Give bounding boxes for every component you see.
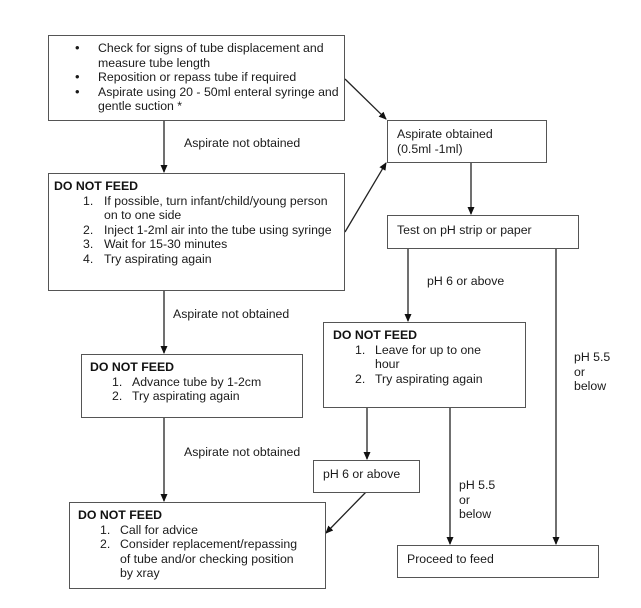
step-text: Try aspirating again: [104, 251, 212, 266]
step-text: Consider replacement/repassing of tube a…: [120, 537, 298, 580]
do-not-feed-box-1: DO NOT FEED 1. If possible, turn infant/c…: [48, 173, 345, 291]
step-number: 3.: [83, 237, 94, 251]
step-item: 2. Try aspirating again: [90, 389, 302, 404]
step-text: If possible, turn infant/child/young per…: [104, 193, 328, 223]
test-ph-text: Test on pH strip or paper: [397, 223, 532, 237]
step-number: 4.: [83, 251, 94, 266]
step-number: 2.: [355, 371, 366, 386]
step-number: 2.: [100, 537, 111, 551]
step-number: 2.: [112, 389, 123, 403]
test-ph-box: Test on pH strip or paper: [387, 215, 579, 249]
do-not-feed-box-right: DO NOT FEED 1. Leave for up to one hour 2…: [323, 322, 526, 408]
step-number: 2.: [83, 222, 94, 237]
step-text: Inject 1-2ml air into the tube using syr…: [104, 222, 332, 237]
step-number: 1.: [100, 522, 111, 537]
start-bullet: Reposition or repass tube if required: [49, 70, 344, 85]
step-item: 4. Try aspirating again: [54, 252, 344, 267]
step-text: Try aspirating again: [132, 389, 240, 403]
step-text: Advance tube by 1-2cm: [132, 374, 262, 389]
step-item: 2. Try aspirating again: [333, 372, 525, 387]
step-number: 1.: [355, 342, 366, 357]
label-ph6-above: pH 6 or above: [427, 274, 505, 288]
ph6-box: pH 6 or above: [313, 460, 420, 493]
step-item: 2. Inject 1-2ml air into the tube using s…: [54, 223, 344, 238]
box-title: DO NOT FEED: [54, 179, 139, 193]
step-text: Wait for 15-30 minutes: [104, 237, 228, 251]
step-item: 1. Advance tube by 1-2cm: [90, 375, 302, 390]
step-text: Call for advice: [120, 522, 198, 537]
start-bullet: Aspirate using 20 - 50ml enteral syringe…: [49, 85, 344, 114]
do-not-feed-box-3: DO NOT FEED 1. Call for advice 2. Consider…: [69, 502, 326, 589]
box-title: DO NOT FEED: [333, 328, 418, 342]
step-item: 1. If possible, turn infant/child/young p…: [54, 194, 344, 223]
aspirate-obtained-box: Aspirate obtained (0.5ml -1ml): [387, 120, 547, 163]
step-item: 1. Leave for up to one hour: [333, 343, 495, 372]
box-title: DO NOT FEED: [90, 360, 175, 374]
label-ph55-below-mid: pH 5.5 or below: [459, 478, 496, 521]
step-number: 1.: [83, 193, 94, 208]
step-item: 3. Wait for 15-30 minutes: [54, 237, 344, 252]
do-not-feed-box-2: DO NOT FEED 1. Advance tube by 1-2cm 2. Tr…: [81, 354, 303, 418]
step-text: Leave for up to one hour: [375, 342, 481, 372]
start-box: Check for signs of tube displacement and…: [48, 35, 345, 121]
step-item: 2. Consider replacement/repassing of tube…: [78, 537, 310, 581]
label-aspirate-not-obtained-2: Aspirate not obtained: [173, 307, 290, 321]
ph6-text: pH 6 or above: [323, 467, 401, 481]
start-bullet: Check for signs of tube displacement and…: [49, 41, 344, 70]
label-aspirate-not-obtained-3: Aspirate not obtained: [184, 445, 301, 459]
step-number: 1.: [112, 374, 123, 389]
arrow-dnf1-to-obtained: [344, 162, 387, 233]
proceed-text: Proceed to feed: [407, 552, 494, 566]
arrow-start-to-obtained: [344, 78, 387, 120]
proceed-to-feed-box: Proceed to feed: [397, 545, 599, 578]
label-aspirate-not-obtained-1: Aspirate not obtained: [184, 136, 301, 150]
arrow-ph6-to-dnf3: [325, 491, 367, 534]
label-ph55-below-right: pH 5.5 or below: [574, 350, 611, 393]
box-title: DO NOT FEED: [78, 508, 163, 522]
step-item: 1. Call for advice: [78, 523, 325, 538]
aspirate-obtained-text: Aspirate obtained (0.5ml -1ml): [397, 127, 493, 156]
step-text: Try aspirating again: [375, 371, 483, 386]
